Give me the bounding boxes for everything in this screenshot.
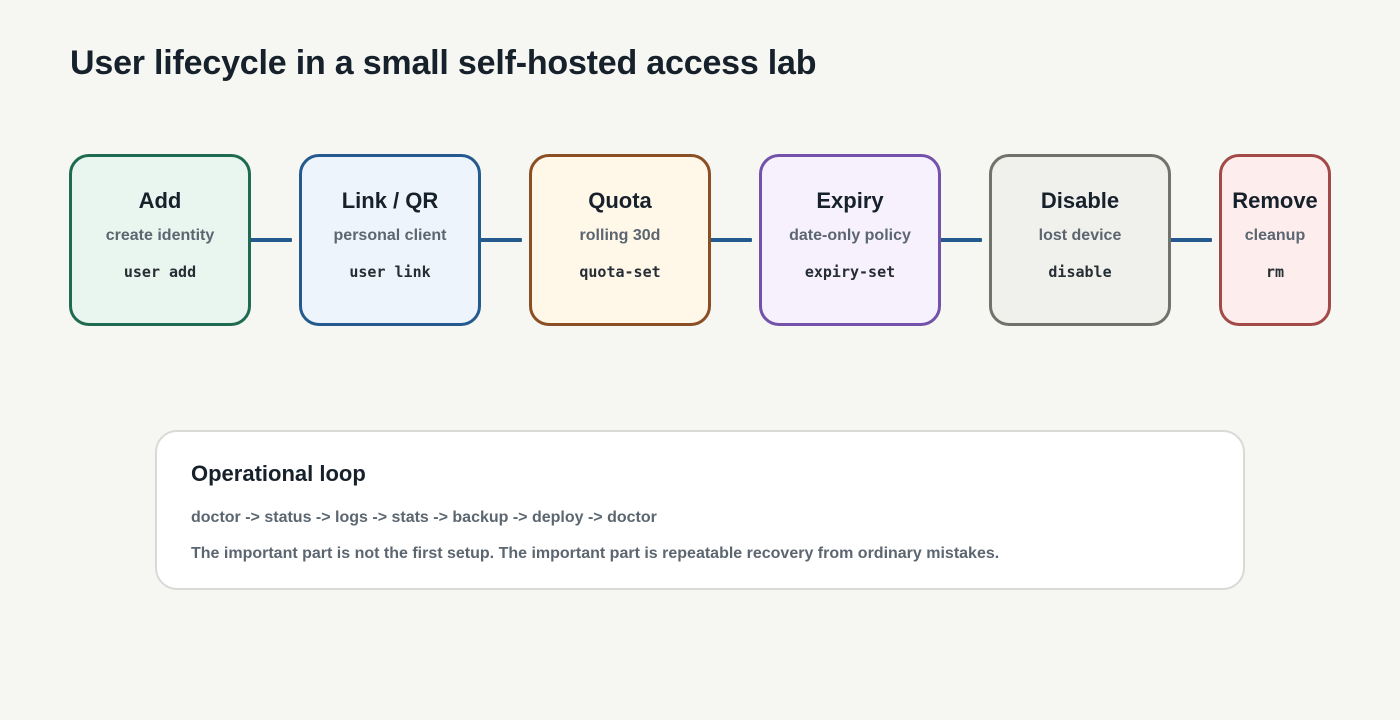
loop-sequence: doctor -> status -> logs -> stats -> bac… — [191, 509, 657, 526]
connector-disable-remove — [1170, 238, 1212, 242]
stage-add: Add create identity user add — [69, 154, 251, 326]
stage-title: Expiry — [816, 188, 884, 213]
loop-title: Operational loop — [191, 461, 366, 486]
stage-command: user link — [349, 263, 431, 281]
stage-subtitle: rolling 30d — [579, 227, 661, 244]
loop-note: The important part is not the first setu… — [191, 545, 1000, 562]
stage-title: Add — [138, 188, 182, 213]
stage-title: Quota — [588, 188, 652, 213]
stage-command: disable — [1048, 263, 1112, 281]
stage-title: Link / QR — [341, 188, 439, 213]
stage-quota: Quota rolling 30d quota-set — [529, 154, 711, 326]
stage-remove: Remove cleanup rm — [1219, 154, 1331, 326]
connector-add-link — [250, 238, 292, 242]
connector-quota-expiry — [710, 238, 752, 242]
stage-subtitle: personal client — [333, 227, 447, 244]
stage-command: user add — [123, 263, 197, 281]
operational-loop-card: Operational loop doctor -> status -> log… — [155, 430, 1245, 590]
page-title: User lifecycle in a small self-hosted ac… — [70, 44, 817, 82]
stage-subtitle: create identity — [105, 227, 215, 244]
stage-expiry: Expiry date-only policy expiry-set — [759, 154, 941, 326]
stage-command: quota-set — [579, 263, 661, 281]
stage-command: rm — [1265, 263, 1285, 281]
stage-disable: Disable lost device disable — [989, 154, 1171, 326]
connector-link-quota — [480, 238, 522, 242]
connector-expiry-disable — [940, 238, 982, 242]
stage-link-qr: Link / QR personal client user link — [299, 154, 481, 326]
stage-title: Disable — [1040, 188, 1120, 213]
stage-subtitle: date-only policy — [789, 227, 911, 244]
stage-command: expiry-set — [804, 263, 896, 281]
stage-title: Remove — [1232, 188, 1318, 213]
stage-subtitle: lost device — [1038, 227, 1122, 244]
lifecycle-flow: Add create identity user add Link / QR p… — [69, 154, 1331, 326]
stage-subtitle: cleanup — [1244, 227, 1306, 244]
